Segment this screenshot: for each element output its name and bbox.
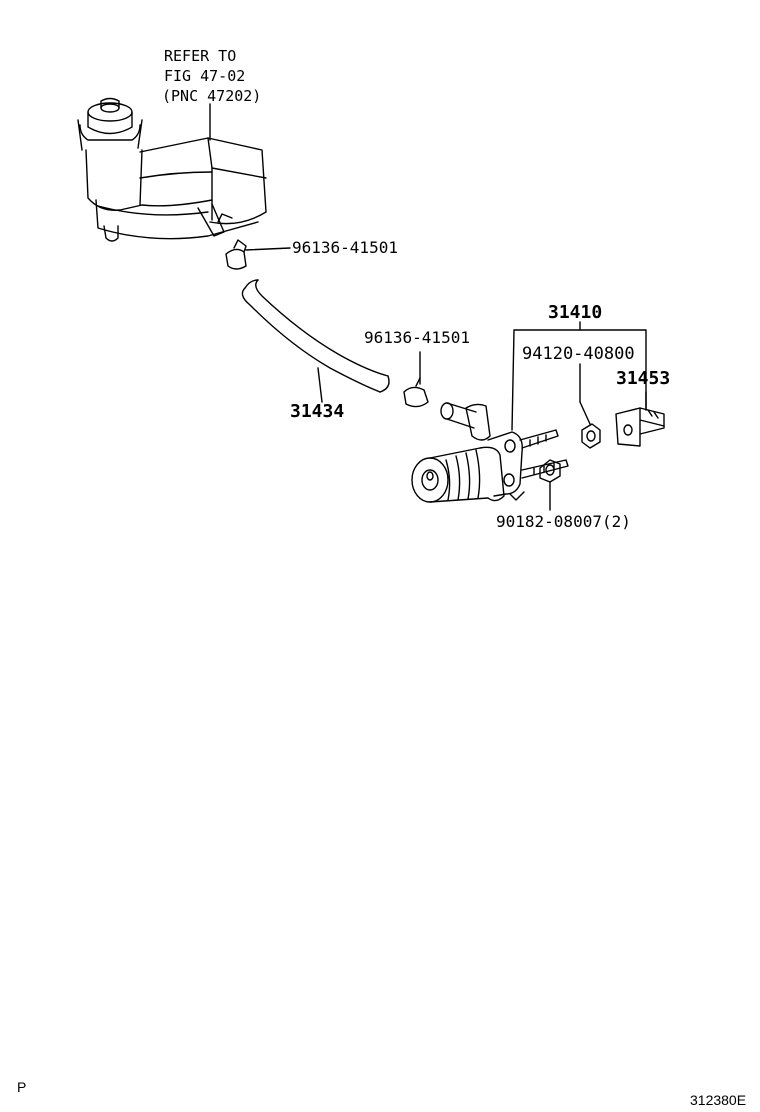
reference-note-line2: FIG 47-02 <box>164 67 246 85</box>
nut-drawing <box>579 363 601 449</box>
callout-bolt: 90182-08007(2) <box>496 512 631 531</box>
lower-clamp-drawing <box>403 351 429 408</box>
flange-nut-drawing <box>539 459 561 511</box>
callout-hose: 31434 <box>290 401 345 422</box>
reference-note-line1: REFER TO <box>164 47 237 65</box>
callout-cylinder-assy: 31410 <box>548 302 603 323</box>
master-cylinder-drawing <box>411 321 647 503</box>
callout-clamp-upper: 96136-41501 <box>292 238 398 257</box>
page-marker: P <box>17 1079 27 1095</box>
callout-clamp-lower: 96136-41501 <box>364 328 470 347</box>
bracket-drawing <box>615 391 665 447</box>
upper-clamp-drawing <box>225 239 291 270</box>
callout-bracket: 31453 <box>616 368 671 389</box>
reservoir-tank-drawing <box>77 97 267 242</box>
illustration-number: 312380E <box>690 1092 747 1108</box>
callout-nut: 94120-40800 <box>522 344 635 364</box>
hose-drawing <box>241 279 390 403</box>
reference-note-line3: (PNC 47202) <box>162 87 262 105</box>
